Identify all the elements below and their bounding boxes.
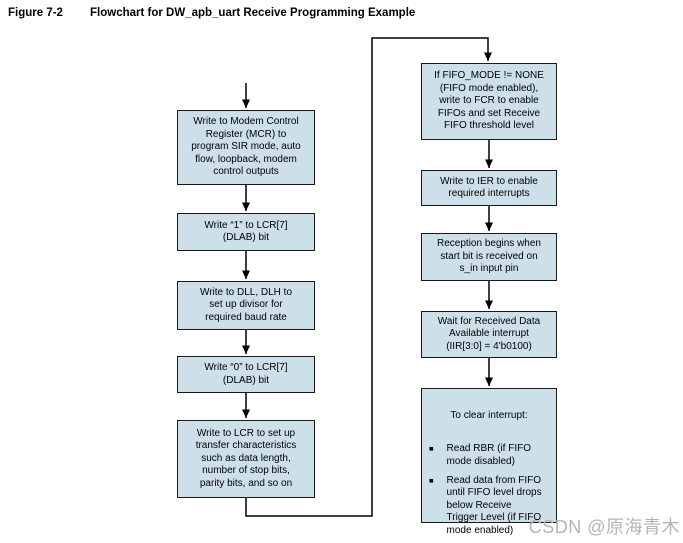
csdn-watermark: CSDN @原海青木 (528, 517, 680, 537)
clear-interrupt-bullet-list: ■ Read RBR (if FIFO mode disabled) ■ Rea… (422, 443, 556, 537)
square-bullet-icon: ■ (429, 444, 434, 454)
flow-step-write-ier: Write to IER to enable required interrup… (421, 170, 557, 206)
clear-interrupt-heading: To clear interrupt: (450, 410, 528, 422)
figure-number: Figure 7-2 (8, 7, 63, 19)
flow-step-wait-interrupt: Wait for Received Data Available interru… (421, 311, 557, 358)
flow-step-reception-begins: Reception begins when start bit is recei… (421, 233, 557, 281)
list-item: ■ Read RBR (if FIFO mode disabled) (422, 443, 556, 468)
bullet-text-read-fifo: Read data from FIFO until FIFO level dro… (446, 475, 542, 536)
bullet-text-read-rbr: Read RBR (if FIFO mode disabled) (446, 443, 531, 467)
flow-step-write-dll-dlh: Write to DLL, DLH to set up divisor for … (177, 281, 315, 330)
flow-step-clear-dlab: Write “0” to LCR[7] (DLAB) bit (177, 356, 315, 393)
square-bullet-icon: ■ (429, 476, 434, 486)
arrow-l5-r1-connector (245, 37, 492, 517)
flow-step-fifo-mode-fcr: If FIFO_MODE != NONE (FIFO mode enabled)… (421, 63, 557, 140)
flow-step-write-mcr: Write to Modem Control Register (MCR) to… (177, 110, 315, 185)
figure-caption: Figure 7-2 Flowchart for DW_apb_uart Rec… (8, 7, 415, 19)
flow-step-write-lcr: Write to LCR to set up transfer characte… (177, 420, 315, 498)
flow-step-clear-interrupt: To clear interrupt: ■ Read RBR (if FIFO … (421, 388, 557, 536)
flow-step-set-dlab: Write “1” to LCR[7] (DLAB) bit (177, 213, 315, 251)
figure-title: Flowchart for DW_apb_uart Receive Progra… (90, 7, 416, 19)
list-item: ■ Read data from FIFO until FIFO level d… (422, 475, 556, 537)
